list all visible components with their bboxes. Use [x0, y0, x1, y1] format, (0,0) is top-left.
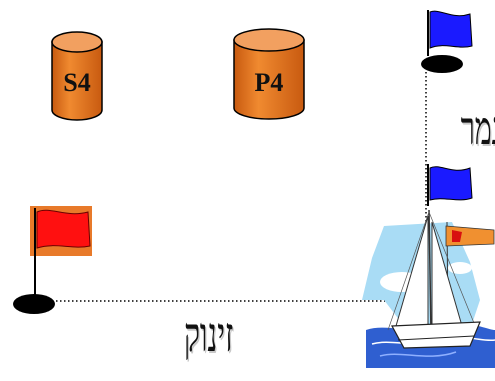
- buoy-p4: P4: [233, 28, 305, 120]
- buoy-s4-label: S4: [63, 68, 90, 97]
- finish-flag-icon: [427, 164, 473, 206]
- start-mark: [13, 294, 55, 314]
- start-flag-icon: [30, 206, 92, 296]
- finish-label: גמר: [460, 103, 495, 154]
- finish-flag-icon: [427, 10, 473, 56]
- sailboat-icon: [362, 209, 495, 368]
- finish-mark-top: [421, 55, 463, 73]
- start-label: זינוק: [184, 309, 234, 362]
- buoy-s4: S4: [51, 31, 103, 121]
- buoy-p4-label: P4: [255, 68, 284, 97]
